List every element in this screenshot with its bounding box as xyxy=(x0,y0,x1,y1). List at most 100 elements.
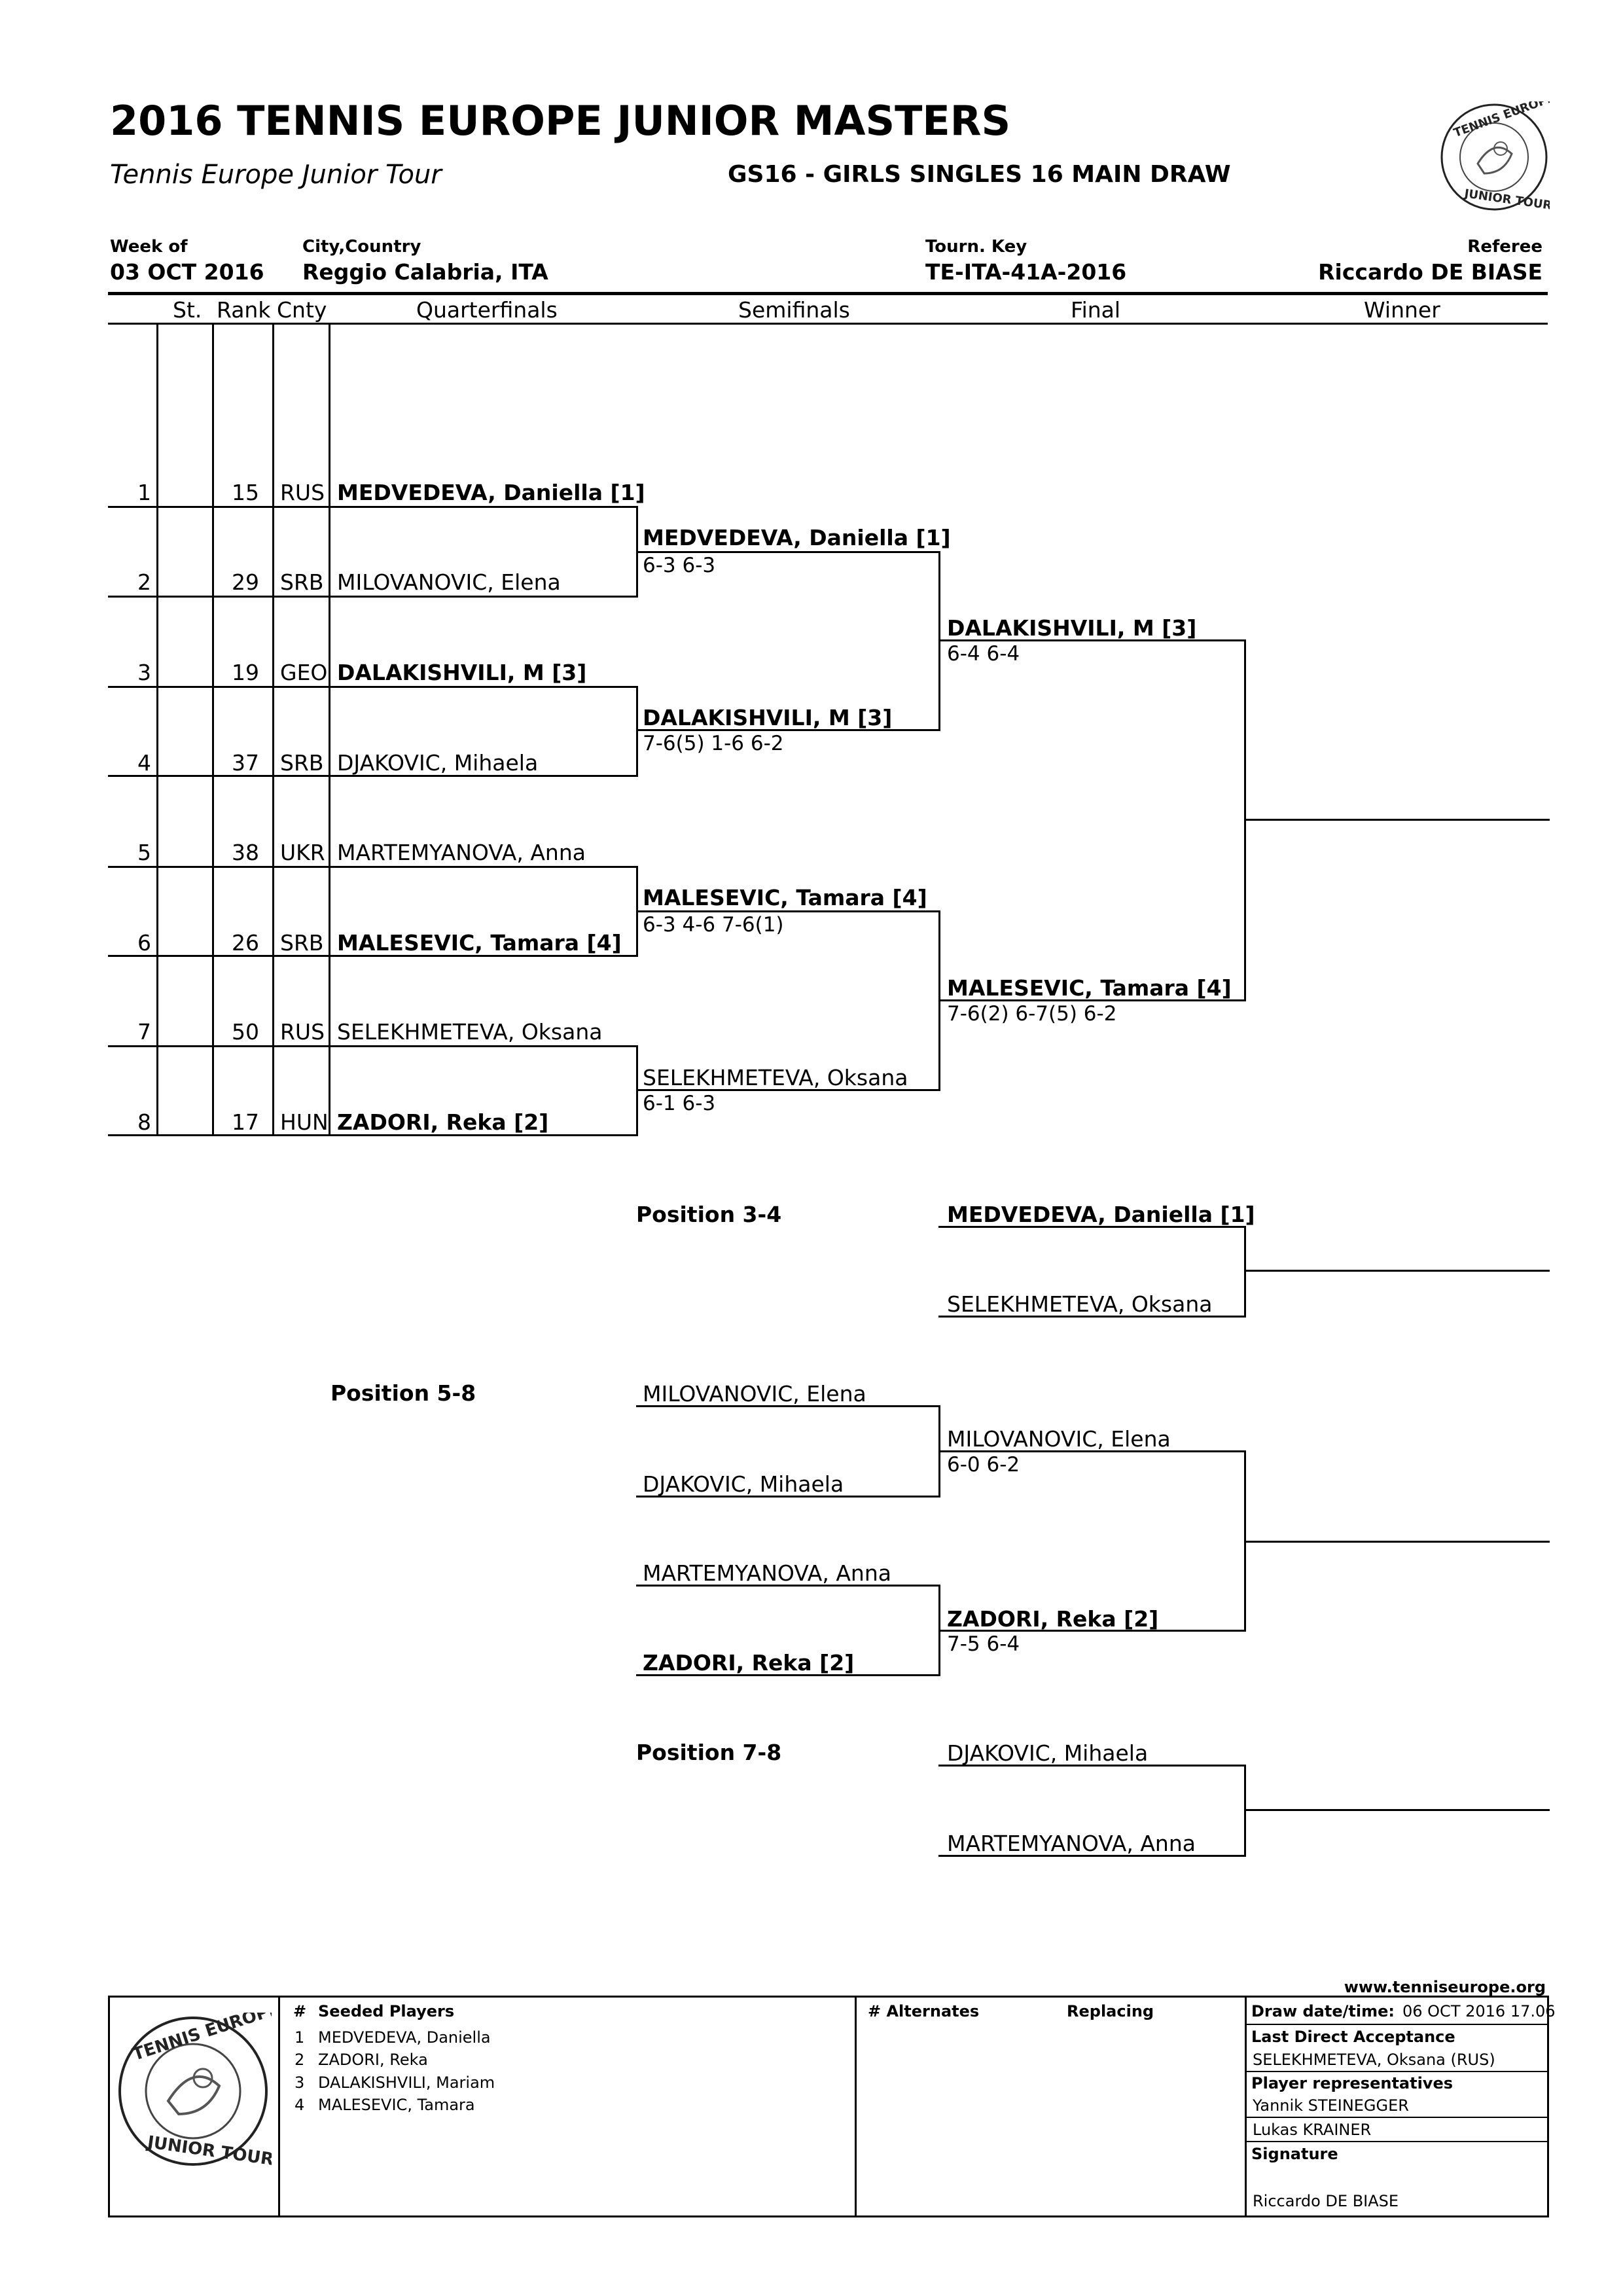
player-rank: 50 xyxy=(232,1019,259,1045)
player-name: MARTEMYANOVA, Anna xyxy=(337,840,586,865)
sf-line xyxy=(636,910,940,912)
position-3-4-label: Position 3-4 xyxy=(636,1202,782,1227)
pos58-winner: ZADORI, Reka [2] xyxy=(947,1606,1159,1632)
draw-position: 3 xyxy=(137,660,151,685)
draw-line xyxy=(108,866,638,868)
final-line xyxy=(938,639,1246,641)
pos56-result-line xyxy=(1244,1541,1550,1543)
col-winner: Winner xyxy=(1364,297,1440,323)
pos58-player: ZADORI, Reka [2] xyxy=(643,1650,855,1676)
player-name: SELEKHMETEVA, Oksana xyxy=(337,1019,603,1045)
player-country: SRB xyxy=(280,930,324,956)
draw-line xyxy=(108,506,638,508)
seed-number: 2 xyxy=(294,2051,305,2069)
pos34-player: MEDVEDEVA, Daniella [1] xyxy=(947,1202,1255,1227)
draw-line xyxy=(108,1045,638,1047)
seeded-hash: # xyxy=(293,2002,307,2020)
divider-rank-right xyxy=(272,323,274,1134)
draw-position: 1 xyxy=(137,480,151,505)
sf-winner-name: DALAKISHVILI, M [3] xyxy=(643,705,893,730)
draw-line xyxy=(108,1134,638,1136)
col-quarterfinals: Quarterfinals xyxy=(416,297,558,323)
final-line xyxy=(938,999,1246,1001)
pos58-player: DJAKOVIC, Mihaela xyxy=(643,1471,844,1497)
seed-name: ZADORI, Reka xyxy=(318,2051,428,2069)
week-value: 03 OCT 2016 xyxy=(110,259,264,285)
pos58-winner: MILOVANOVIC, Elena xyxy=(947,1426,1171,1452)
seed-name: DALAKISHVILI, Mariam xyxy=(318,2073,495,2092)
page-title: 2016 TENNIS EUROPE JUNIOR MASTERS xyxy=(110,97,1011,145)
city-value: Reggio Calabria, ITA xyxy=(302,259,548,285)
sf-score: 7-6(5) 1-6 6-2 xyxy=(643,732,784,755)
rep-name: Lukas KRAINER xyxy=(1253,2121,1372,2139)
player-name: MEDVEDEVA, Daniella [1] xyxy=(337,480,645,505)
pos78-winner-line xyxy=(1244,1809,1550,1811)
logo-top-text: TENNIS EUROPE xyxy=(130,2013,272,2065)
player-country: RUS xyxy=(280,1019,325,1045)
player-country: UKR xyxy=(280,840,325,865)
week-label: Week of xyxy=(110,237,188,257)
player-name: ZADORI, Reka [2] xyxy=(337,1109,549,1135)
draw-position: 6 xyxy=(137,930,151,956)
column-header-rule xyxy=(108,323,1548,325)
pos58-player: MILOVANOVIC, Elena xyxy=(643,1381,866,1407)
footer-divider xyxy=(855,1996,857,2215)
sf-winner-name: MEDVEDEVA, Daniella [1] xyxy=(643,525,951,550)
signature-value: Riccardo DE BIASE xyxy=(1253,2192,1399,2210)
sf-line xyxy=(636,729,940,731)
bracket-connector xyxy=(636,686,638,777)
pos58-winner-line xyxy=(938,1630,1246,1632)
pos58-score: 6-0 6-2 xyxy=(947,1453,1020,1477)
col-final: Final xyxy=(1071,297,1121,323)
logo-top-text: TENNIS EUROPE xyxy=(1452,101,1550,140)
pos58-player: MARTEMYANOVA, Anna xyxy=(643,1560,891,1586)
seed-name: MALESEVIC, Tamara xyxy=(318,2096,475,2114)
col-rank: Rank xyxy=(217,297,271,323)
draw-position: 8 xyxy=(137,1109,151,1135)
player-name: DALAKISHVILI, M [3] xyxy=(337,660,587,685)
player-country: SRB xyxy=(280,569,324,595)
sf-winner-name: SELEKHMETEVA, Oksana xyxy=(643,1065,908,1090)
draw-position: 4 xyxy=(137,750,151,776)
draw-position: 2 xyxy=(137,569,151,595)
tourn-key-label: Tourn. Key xyxy=(925,237,1027,257)
pos58-line xyxy=(636,1405,940,1407)
footer-divider xyxy=(278,1996,280,2215)
city-label: City,Country xyxy=(302,237,421,257)
tennis-europe-logo: TENNIS EUROPE JUNIOR TOUR xyxy=(115,1999,282,2170)
panel-rule xyxy=(1246,2141,1547,2142)
seed-number: 4 xyxy=(294,2096,305,2114)
pos78-player: MARTEMYANOVA, Anna xyxy=(947,1831,1196,1856)
player-rank: 26 xyxy=(232,930,259,956)
divider-cnty-right xyxy=(329,323,330,1134)
lda-value: SELEKHMETEVA, Oksana (RUS) xyxy=(1253,2051,1495,2069)
draw-date-label: Draw date/time: xyxy=(1251,2002,1395,2020)
footer-divider xyxy=(1245,1996,1247,2215)
player-rank: 37 xyxy=(232,750,259,776)
seeded-title: Seeded Players xyxy=(318,2002,455,2020)
tennis-europe-logo: TENNIS EUROPE JUNIOR TOUR xyxy=(1438,91,1556,213)
pos58-winner-line xyxy=(938,1450,1246,1452)
tourn-key-value: TE-ITA-41A-2016 xyxy=(925,259,1127,285)
seed-number: 1 xyxy=(294,2028,305,2047)
draw-line xyxy=(108,775,638,777)
pos78-line xyxy=(938,1765,1246,1767)
player-rank: 15 xyxy=(232,480,259,505)
replacing-title: Replacing xyxy=(1067,2002,1154,2020)
panel-rule xyxy=(1246,2117,1547,2118)
reps-label: Player representatives xyxy=(1251,2074,1454,2092)
header-rule xyxy=(108,292,1548,295)
referee-label: Referee xyxy=(1467,237,1543,257)
position-7-8-label: Position 7-8 xyxy=(636,1740,782,1765)
website-link[interactable]: www.tenniseurope.org xyxy=(1344,1978,1546,1996)
pos34-winner-line xyxy=(1244,1270,1550,1272)
sf-line xyxy=(636,551,940,553)
player-country: SRB xyxy=(280,750,324,776)
sf-score: 6-1 6-3 xyxy=(643,1092,716,1115)
final-score: 6-4 6-4 xyxy=(947,642,1020,666)
position-5-8-label: Position 5-8 xyxy=(330,1380,476,1406)
col-semifinals: Semifinals xyxy=(738,297,850,323)
divider-st-right xyxy=(212,323,214,1134)
final-score: 7-6(2) 6-7(5) 6-2 xyxy=(947,1002,1117,1026)
bracket-connector xyxy=(1244,1226,1246,1318)
